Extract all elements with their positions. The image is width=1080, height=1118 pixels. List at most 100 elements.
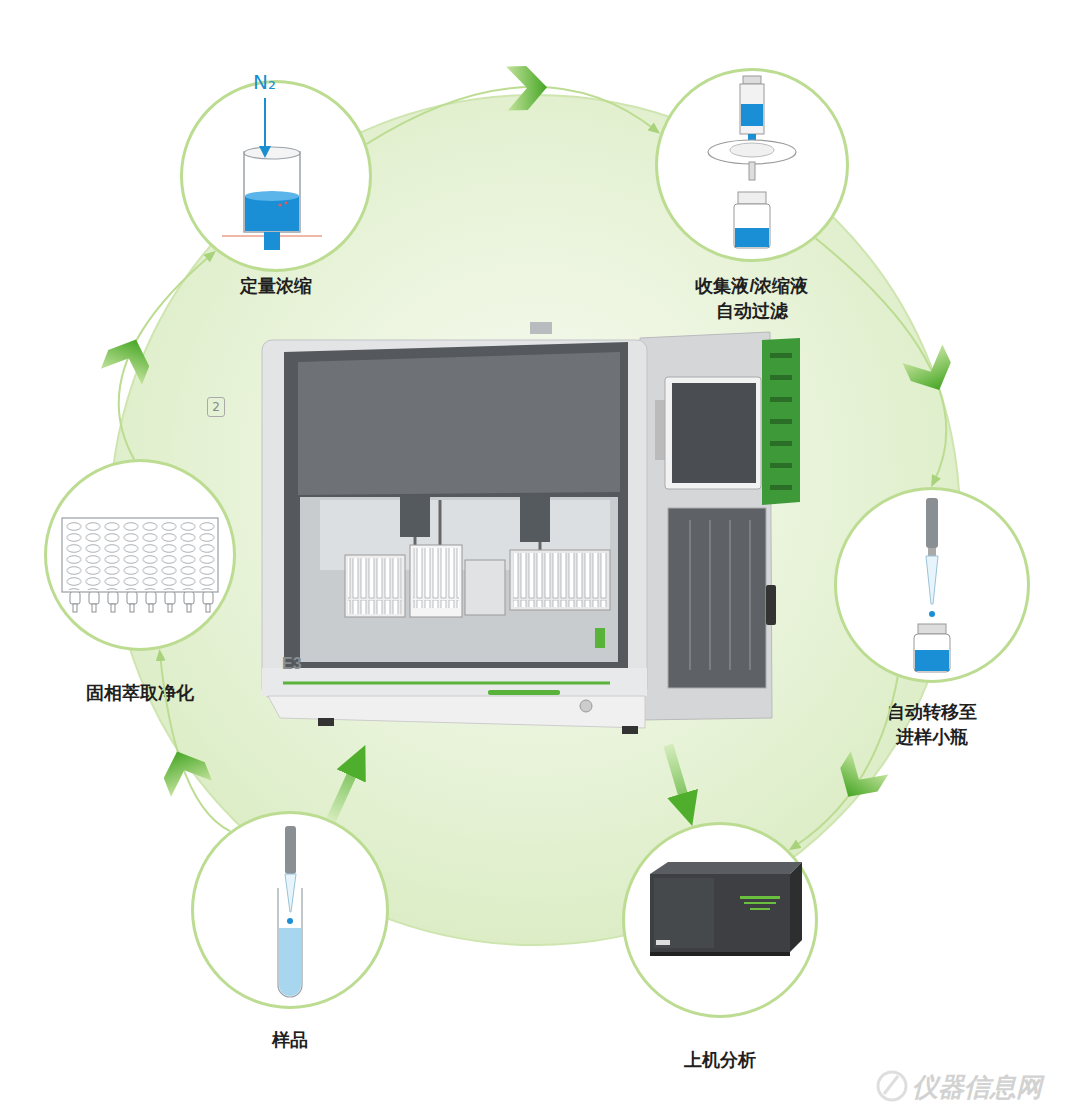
illustration-polygon — [284, 342, 628, 668]
illustration-rect — [926, 498, 938, 548]
chevron-arrow — [902, 344, 959, 399]
illustration-polygon — [790, 862, 802, 952]
illustration-line — [439, 500, 442, 560]
illustration-ellipse — [708, 140, 796, 164]
illustration-rect — [735, 228, 769, 247]
extraction-workstation — [262, 322, 800, 734]
illustration-rect — [595, 628, 605, 648]
illustration-rect — [654, 878, 714, 948]
illustration-line — [709, 520, 711, 670]
step-circle: 收集液/浓缩液 自动过滤 — [655, 68, 849, 262]
illustration-path — [278, 888, 302, 997]
illustration-rect — [915, 650, 949, 671]
illustration-line — [264, 98, 266, 150]
illustration-circle — [929, 611, 935, 617]
illustration-rect — [743, 76, 761, 84]
illustration-rect — [672, 383, 756, 483]
concentration-tube — [222, 98, 322, 250]
watermark: 仪器信息网 — [912, 1070, 1042, 1105]
illustration-polygon — [640, 332, 772, 720]
illustration-rect — [766, 585, 776, 625]
step-label: 样品 — [190, 1028, 390, 1053]
illustration-polygon — [259, 146, 271, 158]
illustration-line — [729, 520, 731, 670]
illustration-polygon — [762, 338, 800, 505]
spe-plate — [62, 518, 218, 616]
illustration-rect — [520, 497, 550, 542]
cycle-connector — [367, 87, 656, 144]
step-label: 收集液/浓缩液 自动过滤 — [682, 274, 822, 324]
step-label: 上机分析 — [620, 1048, 820, 1073]
illustration-rect — [650, 874, 790, 952]
illustration-ellipse — [730, 143, 774, 157]
illustration-rect — [740, 896, 780, 899]
illustration-rect — [741, 104, 763, 126]
illustration-rect — [465, 560, 505, 615]
illustration-rect — [928, 548, 936, 558]
illustration-rect — [650, 952, 790, 956]
illustration-rect — [488, 690, 560, 695]
step-circle: 固相萃取净化 — [44, 459, 236, 651]
illustration-rect — [400, 497, 430, 537]
sample-tube — [278, 826, 302, 997]
illustration-rect — [668, 508, 766, 688]
illustration-rect — [345, 555, 405, 617]
illustration-polygon — [268, 696, 645, 728]
illustration-rect — [410, 545, 462, 617]
illustration-circle — [285, 202, 288, 205]
illustration-rect — [740, 84, 764, 134]
illustration-rect — [413, 548, 459, 608]
cycle-connector — [816, 238, 947, 482]
illustration-rect — [245, 196, 299, 231]
flow-arrow — [668, 745, 686, 805]
illustration-rect — [665, 377, 761, 489]
illustration-rect — [918, 624, 946, 634]
illustration-line — [749, 520, 751, 670]
illustration-rect — [750, 908, 770, 910]
illustration-rect — [66, 592, 218, 616]
illustration-rect — [244, 152, 300, 232]
illustration-rect — [64, 520, 216, 590]
cycle-connector — [794, 677, 898, 847]
illustration-circle — [278, 203, 281, 206]
step-circle: 样品 — [191, 811, 389, 1009]
illustration-rect — [318, 718, 334, 726]
illustration-rect — [914, 634, 950, 672]
illustration-path — [279, 928, 301, 996]
chevron-arrow — [101, 331, 157, 384]
illustration-polygon — [285, 874, 296, 912]
illustration-rect — [262, 340, 647, 698]
step-circle: 上机分析 — [622, 822, 818, 1018]
illustration-rect — [348, 558, 402, 614]
illustration-rect — [748, 134, 756, 144]
syringe-filter — [708, 76, 796, 248]
step-label: 固相萃取净化 — [40, 681, 240, 706]
illustration-rect — [513, 553, 607, 607]
illustration-rect — [738, 192, 766, 204]
illustration-rect — [656, 940, 670, 945]
illustration-rect — [655, 400, 667, 460]
illustration-rect — [734, 204, 770, 248]
illustration-path — [884, 1076, 898, 1094]
chevron-arrow — [506, 65, 548, 110]
illustration-rect — [530, 322, 552, 334]
illustration-ellipse — [245, 191, 299, 201]
illustration-rect — [264, 232, 280, 250]
illustration-circle — [580, 700, 592, 712]
chevron-arrow — [157, 744, 212, 797]
analyzer-instrument — [650, 862, 802, 956]
step-label: 定量浓缩 — [176, 274, 376, 299]
illustration-line — [283, 682, 610, 685]
illustration-rect — [749, 162, 755, 180]
gas-label: N₂ — [253, 70, 276, 94]
illustration-line — [222, 235, 322, 237]
illustration-line — [689, 520, 691, 670]
instrument-node: E3 — [262, 325, 810, 745]
pipette-vial — [914, 498, 950, 672]
illustration-rect — [510, 550, 610, 610]
illustration-rect — [744, 902, 776, 904]
